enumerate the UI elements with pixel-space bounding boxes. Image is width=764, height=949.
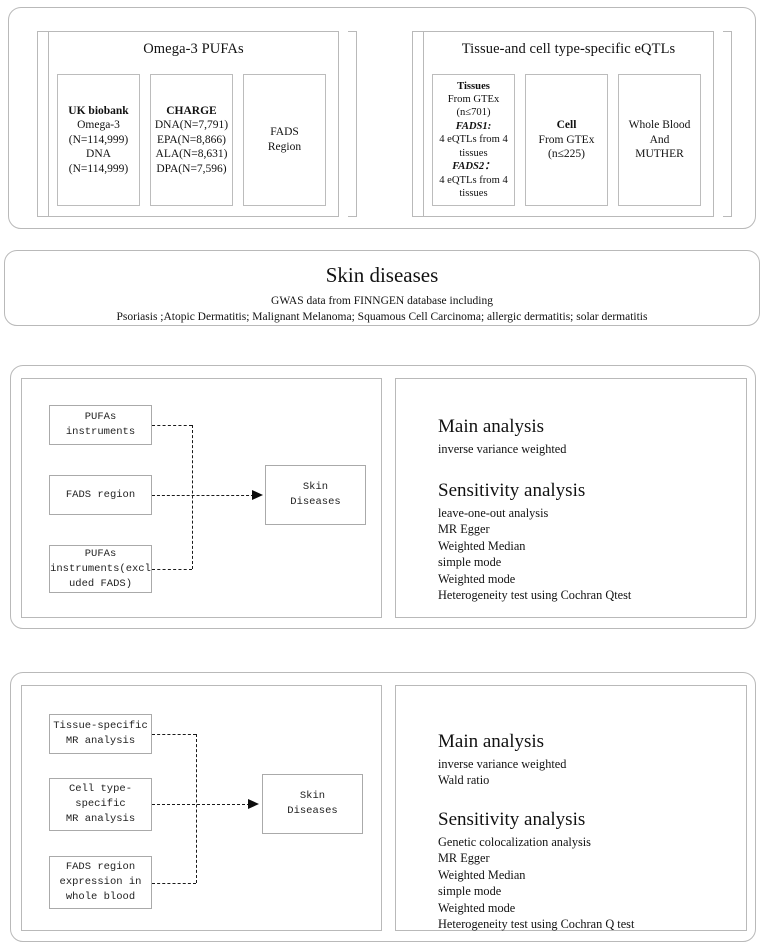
- sensitivity-item: Heterogeneity test using Cochran Qtest: [438, 588, 632, 603]
- fads2-line-1: 4 eQTLs from 4: [439, 174, 508, 186]
- tissues-line-2: (n≤701): [456, 107, 491, 119]
- sensitivity-analysis-heading-1: Sensitivity analysis: [438, 480, 586, 501]
- sensitivity-analysis-heading-2: Sensitivity analysis: [438, 809, 586, 830]
- eqtl-panel-left-rail: [412, 31, 423, 217]
- main-item: inverse variance weighted: [438, 757, 567, 771]
- source-box-cell: Cell From GTEx (n≤225): [525, 74, 608, 206]
- pufa-flow-diagram: PUFAs instruments FADS region PUFAs inst…: [21, 378, 382, 618]
- outcome-description: GWAS data from FINNGEN database includin…: [5, 293, 759, 325]
- sensitivity-item: simple mode: [438, 555, 502, 570]
- source-box-uk-biobank: UK biobank Omega-3 (N=114,999) DNA (N=11…: [57, 74, 140, 206]
- sensitivity-item: simple mode: [438, 884, 502, 899]
- eqtl-panel-body: Tissue-and cell type-specific eQTLs Tiss…: [423, 31, 714, 217]
- connector-middle-to-target: [152, 804, 250, 805]
- uk-biobank-line-1: Omega-3: [77, 119, 120, 132]
- main-item: inverse variance weighted: [438, 442, 567, 456]
- outcome-source-line: GWAS data from FINNGEN database includin…: [271, 295, 493, 307]
- charge-line-1: DNA(N=7,791): [154, 119, 229, 132]
- main-analysis-heading-2: Main analysis: [438, 731, 545, 752]
- exposure-sources-section: Omega-3 PUFAs UK biobank Omega-3 (N=114,…: [8, 7, 756, 229]
- sensitivity-item: MR Egger: [438, 522, 490, 537]
- whole-blood-line-2: And: [649, 133, 670, 146]
- outcome-diseases-line: Psoriasis ;Atopic Dermatitis; Malignant …: [116, 311, 648, 323]
- uk-biobank-line-2: (N=114,999): [68, 133, 129, 146]
- omega3-pufas-title: Omega-3 PUFAs: [143, 41, 244, 57]
- fads2-line-2: tissues: [459, 187, 488, 199]
- main-analysis-heading-1: Main analysis: [438, 416, 545, 437]
- sensitivity-item: leave-one-out analysis: [438, 506, 549, 520]
- charge-line-3: ALA(N=8,631): [155, 148, 228, 161]
- charge-heading: CHARGE: [166, 104, 217, 117]
- tissues-heading: Tissues: [457, 80, 490, 92]
- fads1-label: FADS1:: [455, 120, 492, 132]
- sensitivity-item: Weighted mode: [438, 571, 516, 586]
- sensitivity-item: MR Egger: [438, 851, 490, 866]
- cell-line-2: (n≤225): [548, 148, 585, 161]
- flow-node-tissue-specific-mr: Tissue-specific MR analysis: [49, 714, 152, 754]
- charge-line-4: DPA(N=7,596): [156, 162, 227, 175]
- main-analysis-items-2: inverse variance weighted Wald ratio: [438, 756, 566, 789]
- eqtl-flow-diagram: Tissue-specific MR analysis Cell type- s…: [21, 685, 382, 931]
- whole-blood-line-1: Whole Blood: [628, 119, 691, 132]
- cell-line-1: From GTEx: [538, 133, 595, 146]
- main-analysis-items-1: inverse variance weighted: [438, 441, 566, 457]
- omega3-pufas-panel: [37, 31, 48, 217]
- outcome-title: Skin diseases: [325, 263, 439, 287]
- eqtl-panel-right-rail: [723, 31, 732, 217]
- sensitivity-analysis-items-1: leave-one-out analysis MR Egger Weighted…: [438, 505, 631, 603]
- pufa-mr-analysis-section: PUFAs instruments FADS region PUFAs inst…: [10, 365, 756, 629]
- fads-region-line-2: Region: [267, 141, 302, 153]
- uk-biobank-line-3: DNA: [86, 148, 111, 161]
- connector-arrowhead-icon: [248, 798, 259, 809]
- charge-line-2: EPA(N=8,866): [157, 133, 226, 146]
- connector-top-stub: [152, 425, 192, 426]
- outcome-section: Skin diseases GWAS data from FINNGEN dat…: [4, 250, 760, 326]
- connector-bottom-stub: [152, 883, 196, 884]
- flow-node-skin-diseases: Skin Diseases: [262, 774, 363, 834]
- cell-heading: Cell: [556, 119, 577, 132]
- uk-biobank-heading: UK biobank: [68, 104, 129, 117]
- flow-node-skin-diseases: Skin Diseases: [265, 465, 366, 525]
- omega3-pufas-panel-body: Omega-3 PUFAs UK biobank Omega-3 (N=114,…: [48, 31, 339, 217]
- source-box-tissues: Tissues From GTEx (n≤701) FADS1: 4 eQTLs…: [432, 74, 515, 206]
- source-box-fads-region: FADS Region: [243, 74, 326, 206]
- connector-trunk: [192, 425, 193, 569]
- fads-region-line-1: FADS: [270, 126, 299, 139]
- pufa-methods-panel: Main analysis inverse variance weighted …: [395, 378, 747, 618]
- connector-arrowhead-icon: [252, 489, 263, 500]
- fads2-label: FADS2：: [452, 161, 495, 173]
- flow-node-fads-region: FADS region: [49, 475, 152, 515]
- sensitivity-analysis-items-2: Genetic colocalization analysis MR Egger…: [438, 834, 634, 932]
- tissues-line-1: From GTEx: [447, 94, 500, 106]
- eqtl-mr-analysis-section: Tissue-specific MR analysis Cell type- s…: [10, 672, 756, 942]
- sensitivity-item: Weighted mode: [438, 900, 516, 915]
- omega3-panel-right-rail: [348, 31, 357, 217]
- flow-node-cell-type-specific-mr: Cell type- specific MR analysis: [49, 778, 152, 831]
- fads1-line-1: 4 eQTLs from 4: [439, 134, 508, 146]
- sensitivity-item: Heterogeneity test using Cochran Q test: [438, 917, 635, 932]
- connector-trunk: [196, 734, 197, 883]
- source-box-whole-blood-muther: Whole Blood And MUTHER: [618, 74, 701, 206]
- sensitivity-item: Weighted Median: [438, 867, 526, 882]
- uk-biobank-line-4: (N=114,999): [68, 162, 129, 175]
- main-item: Wald ratio: [438, 773, 490, 788]
- sensitivity-item: Genetic colocalization analysis: [438, 835, 591, 849]
- fads1-line-2: tissues: [459, 147, 488, 159]
- flow-node-fads-region-whole-blood: FADS region expression in whole blood: [49, 856, 152, 909]
- connector-middle-to-target: [152, 495, 254, 496]
- source-box-charge: CHARGE DNA(N=7,791) EPA(N=8,866) ALA(N=8…: [150, 74, 233, 206]
- eqtl-methods-panel: Main analysis inverse variance weighted …: [395, 685, 747, 931]
- eqtl-panel-title: Tissue-and cell type-specific eQTLs: [461, 41, 676, 57]
- whole-blood-line-3: MUTHER: [635, 148, 684, 161]
- connector-top-stub: [152, 734, 196, 735]
- connector-bottom-stub: [152, 569, 192, 570]
- flow-node-pufas-instruments-excluded-fads: PUFAs instruments(excl uded FADS): [49, 545, 152, 593]
- flow-node-pufas-instruments: PUFAs instruments: [49, 405, 152, 445]
- sensitivity-item: Weighted Median: [438, 538, 526, 553]
